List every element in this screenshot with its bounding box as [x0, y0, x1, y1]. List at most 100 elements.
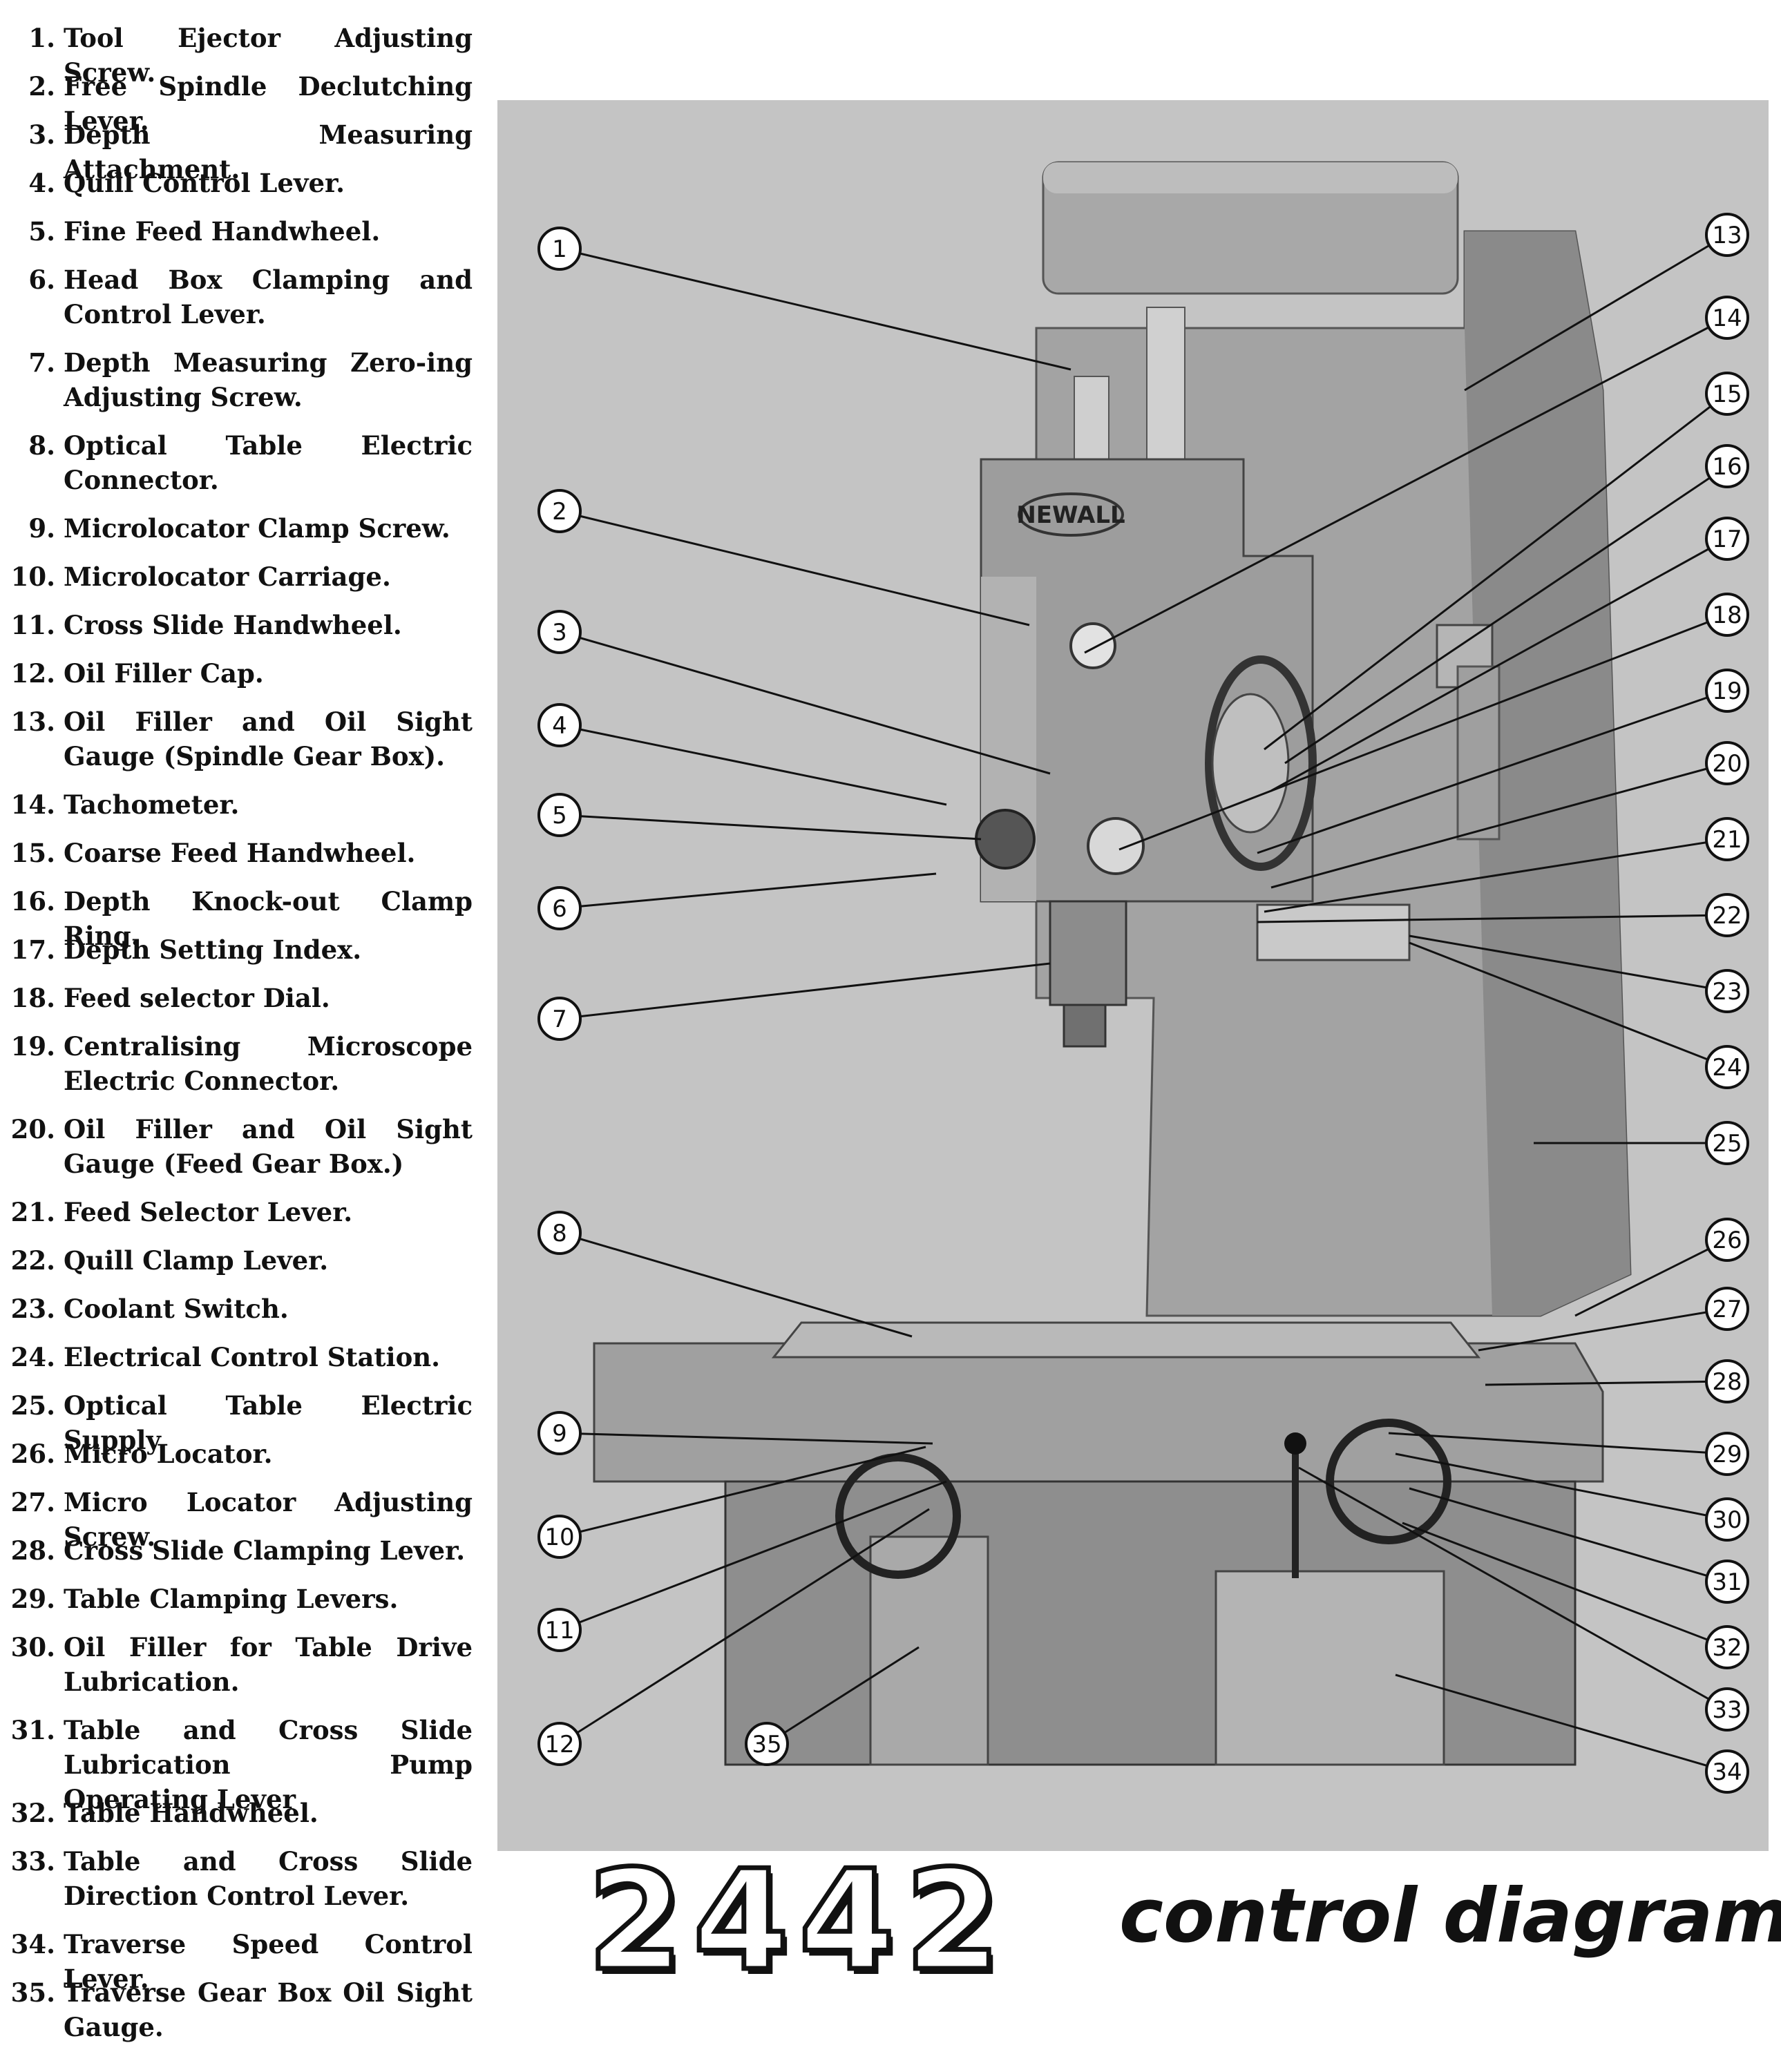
callout-number: 19 — [1712, 678, 1742, 705]
leader-line — [1574, 1238, 1728, 1317]
leader-line — [559, 1508, 930, 1745]
callout-circle — [1705, 1287, 1749, 1331]
quill-nose — [1063, 1004, 1107, 1048]
callout-circle — [537, 703, 582, 747]
callout-number: 12 — [544, 1731, 574, 1758]
legend-item: 14. Tachometer. — [0, 787, 477, 822]
title-numerals-shadow: 2442 — [591, 1858, 1015, 1996]
table-top — [771, 1321, 1481, 1359]
leader-line — [1284, 465, 1728, 765]
legend-item: 31.Table and Cross Slide Lubrication Pum… — [0, 1713, 477, 1814]
legend-item: 23.Coolant Switch. — [0, 1292, 477, 1326]
legend-item: 21.Feed Selector Lever. — [0, 1195, 477, 1229]
legend-item: 32.Table Handwheel. — [0, 1796, 477, 1830]
callout-number: 1 — [552, 236, 567, 263]
callout-number: 9 — [552, 1420, 567, 1448]
legend-number: 14. — [10, 789, 55, 820]
legend-number: 1. — [28, 23, 55, 53]
direction-control-knob — [1284, 1432, 1306, 1455]
legend-text: Table and Cross Slide Direction Control … — [64, 1846, 473, 1911]
legend-item: 24.Electrical Control Station. — [0, 1340, 477, 1374]
callout-circle — [745, 1722, 789, 1766]
leader-line — [559, 510, 1030, 626]
legend-text: Micro Locator Adjusting Screw. — [64, 1487, 473, 1552]
callout-circle — [1705, 517, 1749, 561]
legend-item: 15.Coarse Feed Handwheel. — [0, 836, 477, 870]
callout-number: 5 — [552, 802, 567, 829]
legend-item: 19.Centralising Microscope Electric Conn… — [0, 1029, 477, 1098]
leader-line — [559, 872, 937, 910]
legend-text: Depth Knock-out Clamp Ring. — [64, 886, 473, 951]
legend-text: Free Spindle Declutching Lever. — [64, 71, 473, 136]
callout-number: 16 — [1712, 453, 1742, 481]
legend-number: 32. — [10, 1798, 55, 1828]
feed-selector-dial — [1087, 817, 1145, 875]
legend-item: 26.Micro Locator. — [0, 1437, 477, 1471]
cable-channel — [1456, 665, 1501, 841]
callout-circle — [1705, 213, 1749, 257]
legend-item: 4.Quill Control Lever. — [0, 166, 477, 200]
callout-number: 34 — [1712, 1758, 1742, 1786]
leader-line — [1388, 1432, 1728, 1455]
legend-number: 8. — [28, 430, 55, 461]
callout-number: 2 — [552, 498, 567, 526]
legend-item: 7.Depth Measuring Zero-ing Adjusting Scr… — [0, 345, 477, 414]
callout-circle — [1705, 1497, 1749, 1542]
legend-number: 3. — [28, 119, 55, 150]
legend-number: 15. — [10, 838, 55, 868]
leader-lines — [559, 233, 1728, 1773]
legend-item: 2.Free Spindle Declutching Lever. — [0, 69, 477, 136]
leader-line — [1395, 1673, 1728, 1773]
callout-circle — [1705, 444, 1749, 488]
callout-number: 10 — [544, 1524, 574, 1551]
legend-text: Optical Table Electric Supply. — [64, 1390, 473, 1455]
legend-text: Tachometer. — [64, 789, 240, 820]
callout-number: 23 — [1712, 978, 1742, 1006]
callout-circle — [1705, 893, 1749, 937]
legend-text: Coolant Switch. — [64, 1294, 289, 1324]
legend-number: 31. — [10, 1715, 55, 1745]
legend-text: Centralising Microscope Electric Connect… — [64, 1031, 473, 1096]
legend-number: 28. — [10, 1535, 55, 1566]
legend-text: Cross Slide Clamping Lever. — [64, 1535, 466, 1566]
callout-circle — [1705, 593, 1749, 637]
legend-text: Optical Table Electric Connector. — [64, 430, 473, 495]
legend-text: Fine Feed Handwheel. — [64, 216, 381, 247]
callout-number: 22 — [1712, 902, 1742, 930]
legend-text: Depth Measuring Attachment. — [64, 119, 473, 184]
callout-circle — [537, 610, 582, 654]
leader-line — [1270, 762, 1728, 889]
callout-circle — [1705, 372, 1749, 416]
legend-text: Oil Filler and Oil Sight Gauge (Spindle … — [64, 707, 473, 771]
callout-markers: 1234567891011121314151617181920212223242… — [537, 213, 1749, 1794]
legend-item: 29.Table Clamping Levers. — [0, 1582, 477, 1616]
callout-number: 13 — [1712, 222, 1742, 249]
legend-text: Cross Slide Handwheel. — [64, 610, 402, 640]
fine-feed-handwheel — [975, 809, 1036, 870]
callout-number: 7 — [552, 1006, 567, 1033]
leader-line — [1409, 941, 1728, 1068]
legend-number: 27. — [10, 1487, 55, 1517]
leader-line — [1264, 838, 1728, 913]
callout-circle — [1705, 1218, 1749, 1262]
base — [724, 1480, 1577, 1766]
leader-line — [559, 724, 947, 806]
callout-circle — [1705, 1432, 1749, 1476]
legend-number: 20. — [10, 1114, 55, 1144]
legend-item: 20.Oil Filler and Oil Sight Gauge (Feed … — [0, 1112, 477, 1181]
coarse-feed-handwheel — [1205, 655, 1317, 871]
leader-line — [559, 1231, 913, 1338]
leader-line — [559, 1480, 947, 1631]
traverse-gearbox — [1215, 1570, 1445, 1766]
column-shadow — [1465, 231, 1630, 1316]
leader-line — [559, 962, 1051, 1020]
leader-line — [559, 1432, 933, 1445]
callout-circle — [537, 1211, 582, 1255]
leader-line — [559, 247, 1072, 371]
leader-line — [1084, 316, 1728, 654]
callout-circle — [537, 1608, 582, 1652]
legend-number: 25. — [10, 1390, 55, 1421]
legend-item: 8. Optical Table Electric Connector. — [0, 428, 477, 497]
legend-item: 35.Traverse Gear Box Oil Sight Gauge. — [0, 1975, 477, 2044]
legend-number: 16. — [10, 886, 55, 917]
